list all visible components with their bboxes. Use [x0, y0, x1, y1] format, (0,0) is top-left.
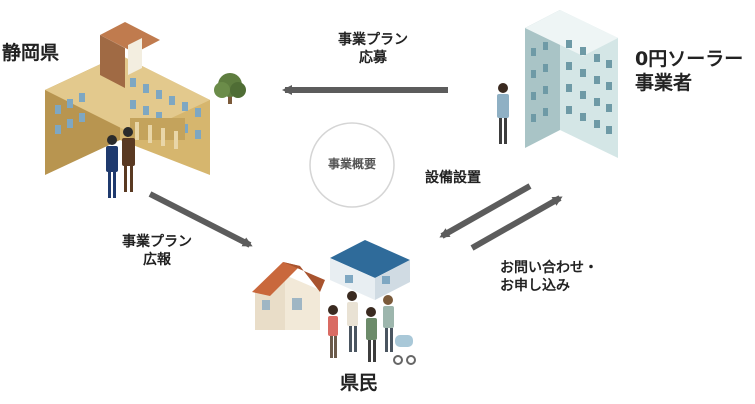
- overview-label: 事業概要: [327, 157, 376, 171]
- inquiry-label: お問い合わせ・ お申し込み: [500, 260, 598, 294]
- prefecture-building-illustration: [45, 22, 210, 175]
- install-label: 設備設置: [425, 170, 481, 186]
- houses-illustration: [252, 240, 410, 330]
- publicize-arrow: [148, 191, 253, 248]
- business-person-illustration: [497, 83, 509, 144]
- office-tower-illustration: [525, 10, 618, 158]
- publicize-label: 事業プラン 広報: [122, 234, 192, 268]
- install-arrow: [439, 183, 532, 239]
- prefecture-label: 静岡県: [2, 42, 60, 64]
- officials-illustration: [106, 127, 135, 198]
- inquiry-arrow: [470, 195, 563, 251]
- overview-circle: [309, 122, 395, 208]
- residents-illustration: [328, 291, 416, 365]
- tree-illustration: [214, 73, 246, 104]
- apply-label: 事業プラン 応募: [338, 32, 408, 66]
- residents-label: 県民: [340, 372, 379, 394]
- solar-company-label: 0円ソーラー 事業者: [635, 48, 744, 94]
